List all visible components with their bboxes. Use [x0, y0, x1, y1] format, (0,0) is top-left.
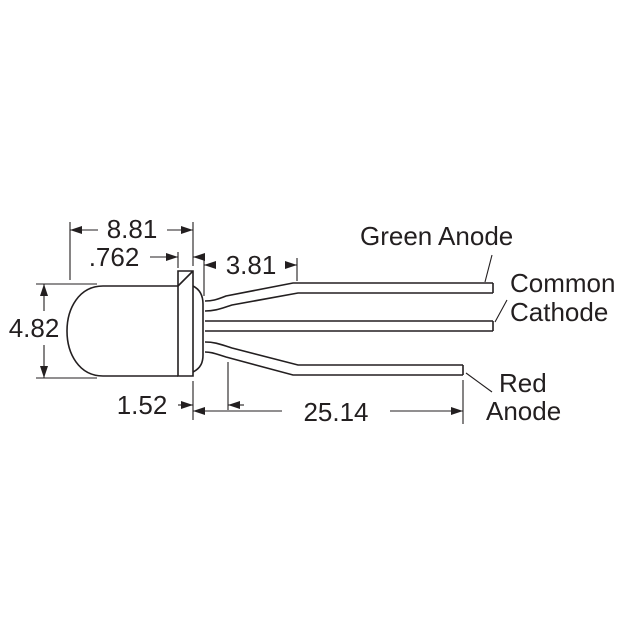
- dim-overall-length-value: 8.81: [107, 214, 158, 244]
- dim-lens-length-value: .762: [89, 242, 140, 272]
- led-body: [66, 270, 204, 377]
- label-green-anode: Green Anode: [360, 221, 513, 251]
- label-common: Common: [510, 268, 615, 298]
- dim-flange-thickness: 1.52: [117, 362, 244, 420]
- label-anode: Anode: [486, 396, 561, 426]
- dim-body-diameter: 4.82: [9, 283, 97, 379]
- leader-red-anode: [465, 372, 493, 393]
- flange-outline: [177, 270, 194, 377]
- lens-dome: [66, 285, 178, 377]
- base-tab: [192, 285, 204, 373]
- leader-common-cathode: [494, 299, 508, 323]
- lead-red-anode: [204, 341, 463, 366]
- dim-lead-spacing: 3.81: [203, 250, 298, 296]
- label-cathode: Cathode: [510, 297, 608, 327]
- lead-labels: Green Anode Common Cathode Red Anode: [360, 221, 615, 426]
- lead-green-anode-lower: [204, 292, 493, 312]
- dim-overall-length: 8.81: [69, 214, 194, 280]
- label-red: Red: [499, 368, 547, 398]
- leader-green-anode: [484, 254, 493, 283]
- dim-lead-spacing-value: 3.81: [226, 250, 277, 280]
- dim-body-diameter-value: 4.82: [9, 313, 60, 343]
- flange-bevel: [177, 270, 194, 287]
- dim-lens-length: .762: [89, 242, 205, 272]
- leads: [204, 282, 494, 376]
- dim-lead-length: 25.14: [193, 380, 464, 427]
- dim-lead-length-value: 25.14: [303, 397, 368, 427]
- dim-flange-thickness-value: 1.52: [117, 390, 168, 420]
- lead-red-anode-lower: [204, 351, 463, 376]
- lead-green-anode: [204, 282, 493, 302]
